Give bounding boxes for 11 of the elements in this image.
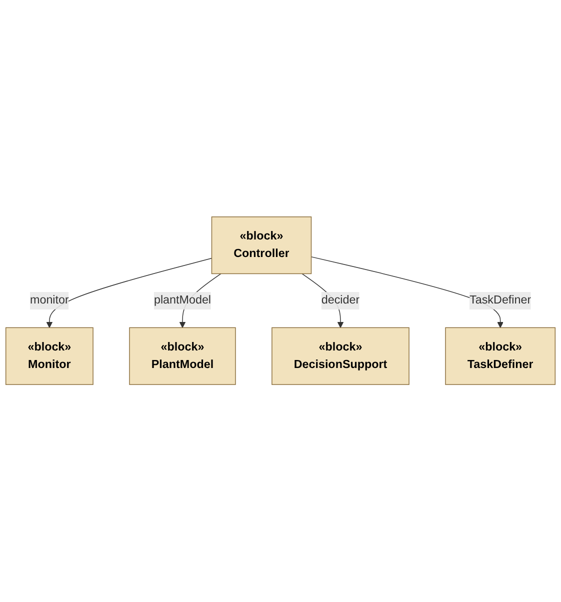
edge-label: monitor bbox=[30, 294, 69, 307]
node-box: «block» TaskDefiner bbox=[445, 328, 556, 386]
edge-label: plantModel bbox=[154, 294, 212, 307]
edge-label: TaskDefiner bbox=[470, 294, 532, 307]
node-box: «block» Controller bbox=[211, 216, 312, 274]
node-box: «block» Monitor bbox=[5, 328, 94, 386]
node-box: «block» PlantModel bbox=[129, 328, 236, 386]
arrow bbox=[310, 256, 504, 328]
arrow bbox=[46, 258, 212, 328]
edge-label: decider bbox=[321, 294, 360, 307]
node-box: «block» DecisionSupport bbox=[272, 328, 410, 386]
